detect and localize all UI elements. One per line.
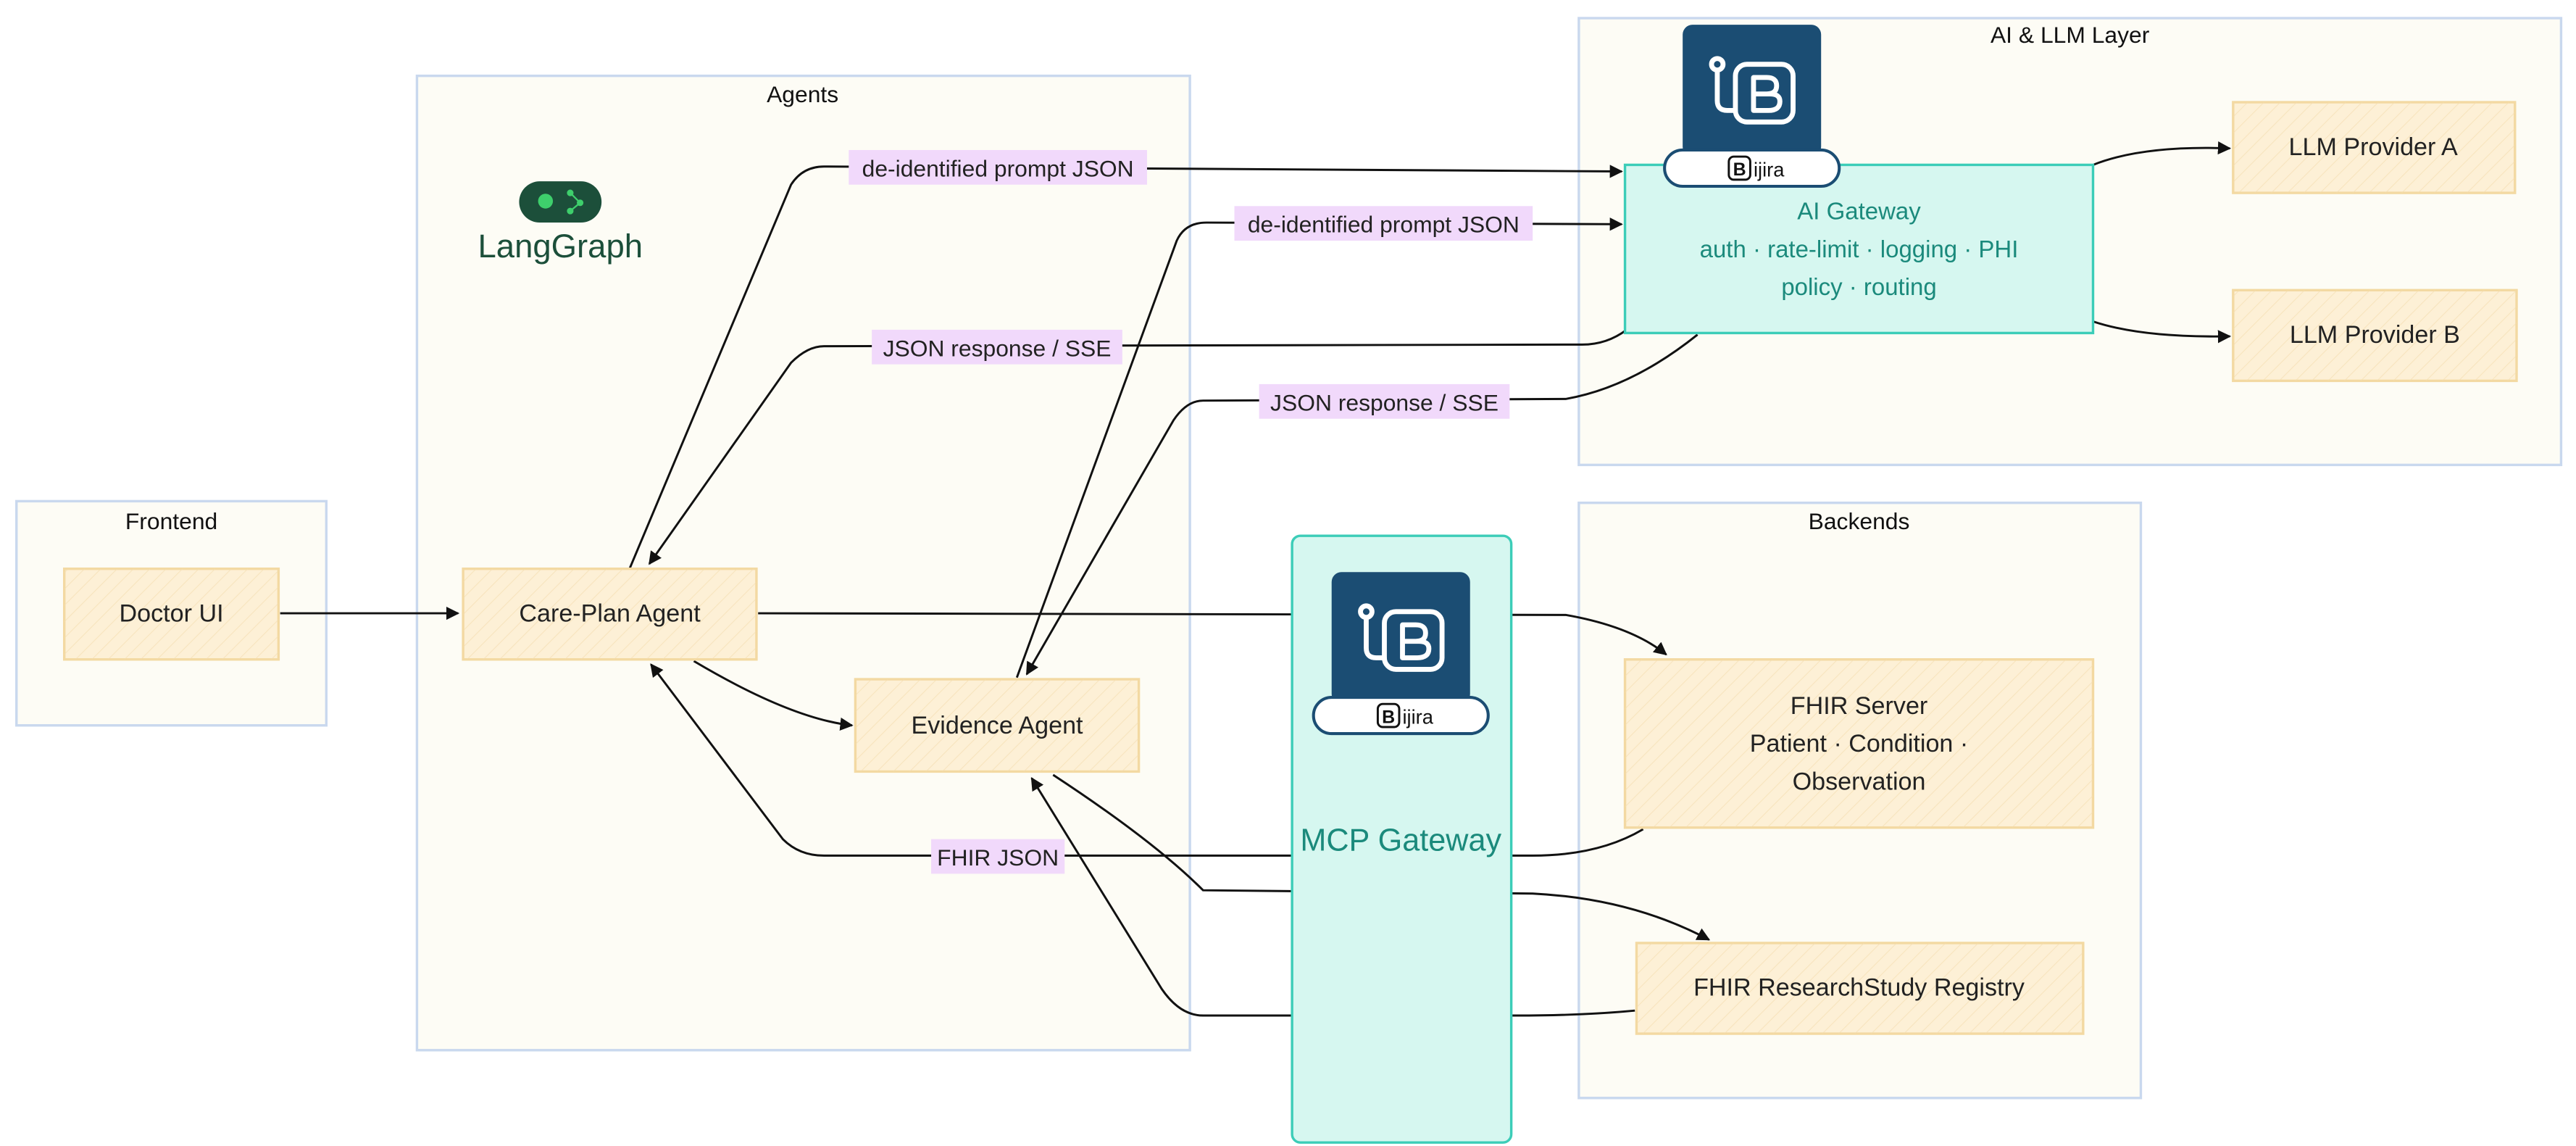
langgraph-logo-icon [519, 181, 602, 223]
bijira-badge-mcp-gateway: B ijira [1312, 572, 1490, 736]
group-frontend-title: Frontend [125, 508, 217, 534]
svg-text:de-identified prompt JSON: de-identified prompt JSON [1248, 212, 1520, 238]
svg-text:FHIR JSON: FHIR JSON [937, 844, 1059, 871]
edge-gateway-to-llm-b [2093, 320, 2232, 344]
node-fhir-registry-label: FHIR ResearchStudy Registry [1693, 974, 2025, 1002]
langgraph-logo-text: LangGraph [478, 228, 643, 265]
node-care-plan-agent-label: Care-Plan Agent [519, 599, 701, 627]
bijira-logo-icon [1709, 56, 1796, 125]
edge-fhir-json-return [650, 663, 1644, 857]
edge-label-fhir-json: FHIR JSON [931, 839, 1065, 874]
edge-careplan-response [648, 328, 1627, 565]
node-ai-gateway-line1: AI Gateway [1797, 197, 1921, 224]
edge-evidence-to-registry [1052, 773, 1711, 941]
edge-careplan-to-fhir-server [758, 612, 1667, 656]
edges [280, 141, 2232, 1017]
edge-label-evidence-prompt: de-identified prompt JSON [1234, 206, 1533, 241]
edge-label-careplan-response: JSON response / SSE [872, 329, 1122, 365]
node-llm-provider-a-label: LLM Provider A [2289, 133, 2458, 161]
node-doctor-ui-label: Doctor UI [120, 599, 224, 627]
node-llm-provider-a: LLM Provider A [2232, 101, 2517, 194]
node-llm-provider-b: LLM Provider B [2232, 288, 2518, 383]
bijira-logo-icon [1358, 603, 1445, 672]
bijira-badge-letter: B [1382, 707, 1395, 727]
group-agents-title: Agents [767, 81, 838, 107]
node-evidence-agent-label: Evidence Agent [911, 712, 1083, 739]
group-ai-layer-title: AI & LLM Layer [1991, 22, 2150, 48]
node-fhir-server-line1: FHIR Server [1791, 692, 1928, 720]
node-mcp-gateway-label: MCP Gateway [1300, 823, 1501, 858]
node-fhir-server-line3: Observation [1793, 768, 1926, 795]
node-llm-provider-b-label: LLM Provider B [2290, 321, 2460, 349]
bijira-badge-letter: B [1733, 159, 1746, 180]
node-doctor-ui: Doctor UI [62, 567, 280, 661]
svg-text:JSON response / SSE: JSON response / SSE [1270, 389, 1499, 415]
node-evidence-agent: Evidence Agent [854, 678, 1141, 773]
node-care-plan-agent: Care-Plan Agent [462, 567, 758, 661]
node-ai-gateway-line3: policy · routing [1781, 273, 1936, 300]
edge-registry-return [1030, 776, 1635, 1017]
edge-careplan-to-evidence [693, 660, 854, 731]
node-fhir-server: FHIR Server Patient · Condition · Observ… [1623, 658, 2095, 829]
node-fhir-researchstudy-registry: FHIR ResearchStudy Registry [1635, 942, 2085, 1035]
edge-gateway-to-llm-a [2092, 141, 2232, 166]
bijira-badge-ai-gateway: B ijira [1663, 25, 1841, 188]
svg-text:JSON response / SSE: JSON response / SSE [883, 335, 1112, 361]
node-ai-gateway: AI Gateway auth · rate-limit · logging ·… [1623, 163, 2095, 335]
group-agents: Agents [415, 74, 1191, 1052]
bijira-badge-text: ijira [1754, 158, 1785, 180]
edge-evidence-response [1025, 333, 1698, 676]
langgraph-logo: LangGraph [478, 181, 643, 265]
edge-label-careplan-prompt: de-identified prompt JSON [849, 149, 1147, 185]
node-fhir-server-line2: Patient · Condition · [1750, 730, 1968, 757]
node-ai-gateway-line2: auth · rate-limit · logging · PHI [1700, 236, 2019, 262]
edge-evidence-prompt [1015, 217, 1623, 678]
bijira-badge-text: ijira [1403, 705, 1434, 728]
edge-label-evidence-response: JSON response / SSE [1259, 383, 1510, 419]
edge-careplan-prompt [628, 165, 1623, 570]
group-backends-title: Backends [1809, 508, 1910, 534]
svg-text:de-identified prompt JSON: de-identified prompt JSON [862, 155, 1134, 181]
